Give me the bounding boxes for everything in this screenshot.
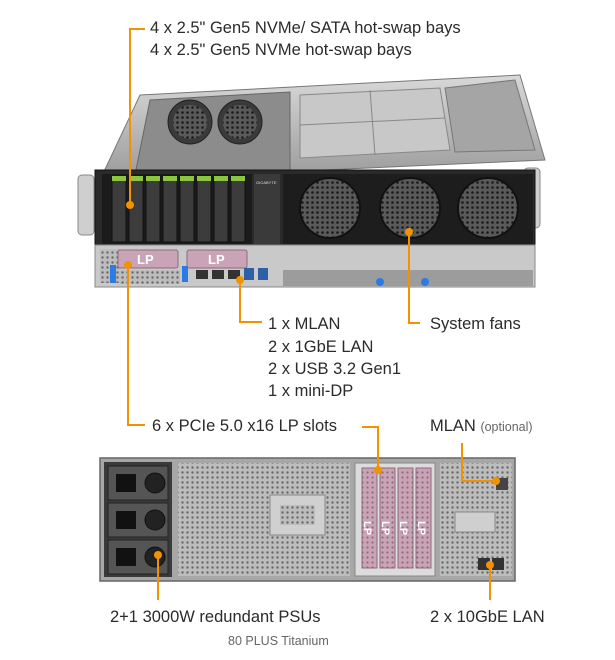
rear-lp-label-4: LP [415,521,427,535]
mlan-optional-note: (optional) [480,420,533,434]
front-fans [299,177,519,239]
rear-lp-label-2: LP [379,521,391,535]
psu-units [107,465,169,575]
rear-lp-label-1: LP [361,521,373,535]
callout-lines [124,28,500,600]
front-server: GIGABYTE LP LP [77,74,546,288]
mlan-label: MLAN (optional) [430,416,533,438]
bays-label-2: 4 x 2.5" Gen5 NVMe hot-swap bays [150,41,412,59]
callout-fans [408,232,420,324]
top-fan-2 [217,99,263,145]
lp-slot-label-1: LP [137,252,154,267]
psu-label: 2+1 3000W redundant PSUs [110,608,321,626]
mlan-label-text: MLAN [430,417,476,435]
fans-label: System fans [430,315,521,333]
port-label-1gbe: 2 x 1GbE LAN [268,338,374,356]
lan10g-label: 2 x 10GbE LAN [430,608,545,626]
callout-ports [239,280,262,323]
callout-bays [129,28,145,205]
callout-mlan [461,443,496,482]
top-fan-1 [167,99,213,145]
front-lp-slots: LP LP [117,249,248,269]
rear-lp-label-3: LP [397,521,409,535]
bays-label-1: 4 x 2.5" Gen5 NVMe/ SATA hot-swap bays [150,19,461,37]
rear-server: LP LP LP LP [99,457,516,582]
callout-pcie-rear [362,426,379,470]
port-label-minidp: 1 x mini-DP [268,382,354,400]
pcie-label: 6 x PCIe 5.0 x16 LP slots [152,417,337,435]
lp-slot-label-2: LP [208,252,225,267]
rear-lp-slots [361,467,432,569]
drive-bays [111,175,246,243]
port-label-usb: 2 x USB 3.2 Gen1 [268,360,401,378]
port-label-mlan: 1 x MLAN [268,315,341,333]
front-io-ports [196,268,268,280]
brand-tag: GIGABYTE [256,180,277,185]
psu-note: 80 PLUS Titanium [228,634,329,648]
callout-pcie-front [127,265,145,426]
